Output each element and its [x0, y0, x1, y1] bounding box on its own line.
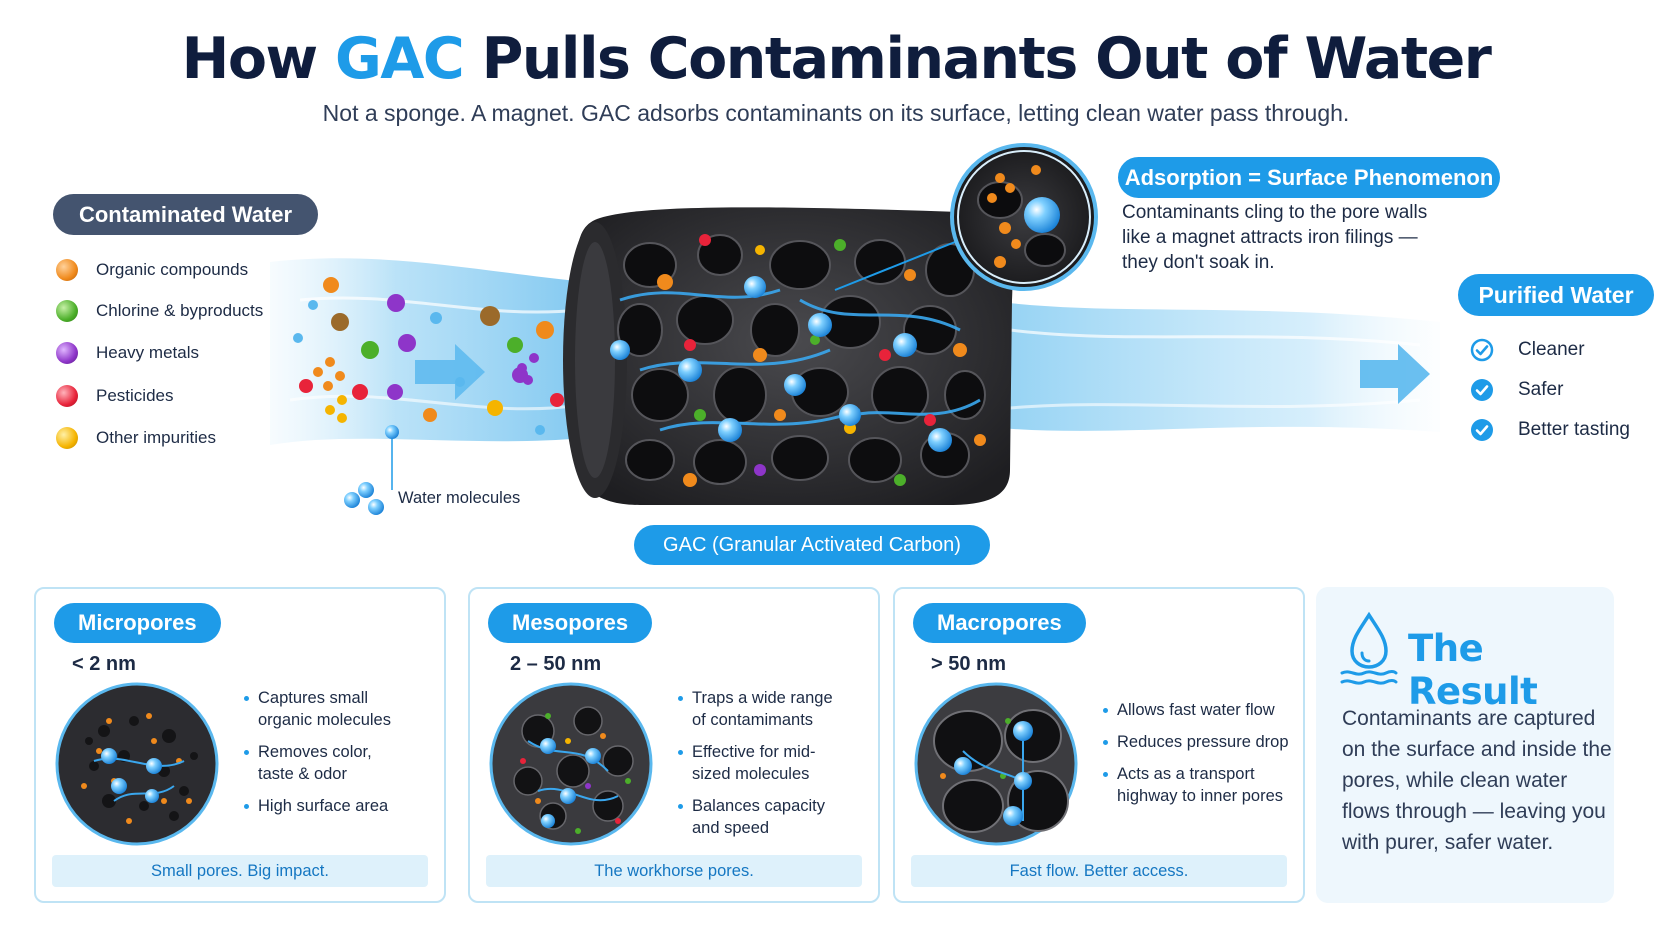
purified-item-safer: Safer: [1470, 378, 1563, 402]
flow-arrow-icon: [1360, 344, 1430, 404]
legend-pesticides: Pesticides: [56, 385, 173, 407]
contaminated-water-label: Contaminated Water: [53, 194, 318, 235]
gac-label: GAC (Granular Activated Carbon): [634, 525, 990, 565]
pore-size: < 2 nm: [72, 653, 136, 675]
flow-arrow-icon: [415, 344, 485, 400]
water-drop-icon: [1340, 611, 1398, 685]
pore-card-title: Micropores: [54, 603, 221, 643]
pore-size: > 50 nm: [931, 653, 1007, 675]
pore-benefit: Traps a wide range of contamimants: [678, 687, 848, 731]
page-subtitle: Not a sponge. A magnet. GAC adsorbs cont…: [322, 100, 1350, 126]
pore-benefit: Effective for mid-sized molecules: [678, 741, 848, 785]
pore-card-micropores: Micropores < 2 nm Captures small organic…: [34, 587, 446, 903]
legend-label: Chlorine & byproducts: [96, 301, 264, 320]
page-title: How GAC Pulls Contaminants Out of Water: [181, 26, 1492, 92]
water-molecules-label: Water molecules: [398, 489, 521, 507]
adsorption-title: Adsorption = Surface Phenomenon: [1118, 157, 1500, 198]
legend-heavy-metals: Heavy metals: [56, 342, 199, 364]
adsorption-description: Contaminants cling to the pore walls lik…: [1122, 200, 1482, 275]
check-circle-icon: [1470, 338, 1494, 362]
pore-size: 2 – 50 nm: [510, 653, 602, 675]
purified-item-label: Cleaner: [1518, 339, 1585, 360]
adsorption-line: they don't soak in.: [1122, 252, 1275, 273]
pore-card-footer: Fast flow. Better access.: [911, 855, 1287, 887]
pore-benefit: Removes color, taste & odor: [244, 741, 394, 785]
gac-carbon-block: [563, 207, 1013, 506]
legend-organic-compounds: Organic compounds: [56, 259, 248, 281]
adsorption-line: like a magnet attracts iron filings —: [1122, 227, 1418, 248]
pore-benefit: Captures small organic molecules: [244, 687, 394, 731]
outgoing-water-stream: [1000, 302, 1440, 432]
pore-benefit: Reduces pressure drop: [1103, 731, 1303, 753]
pore-card-footer: The workhorse pores.: [486, 855, 862, 887]
macropore-illustration: [914, 682, 1078, 846]
contaminant-particles: [293, 277, 564, 435]
adsorption-line: Contaminants cling to the pore walls: [1122, 202, 1428, 223]
check-circle-icon: [1471, 419, 1493, 441]
purified-item-label: Better tasting: [1518, 419, 1630, 440]
legend-label: Pesticides: [96, 386, 174, 405]
chlorine-dot: [56, 300, 78, 322]
pore-benefit: Acts as a transport highway to inner por…: [1103, 763, 1283, 807]
micropore-illustration: [55, 682, 219, 846]
impurity-dot: [56, 427, 78, 449]
adsorption-zoom-circle: [950, 143, 1098, 291]
purified-water-label: Purified Water: [1458, 274, 1654, 316]
purified-item-better-tasting: Better tasting: [1470, 418, 1630, 442]
pesticide-dot: [56, 385, 78, 407]
pore-card-title: Mesopores: [488, 603, 653, 643]
pore-benefit-list: Allows fast water flow Reduces pressure …: [1103, 699, 1303, 817]
pore-benefit: High surface area: [244, 795, 444, 817]
legend-other-impurities: Other impurities: [56, 427, 216, 449]
incoming-water-stream: [270, 258, 585, 445]
purified-item-cleaner: Cleaner: [1470, 338, 1585, 362]
check-circle-icon: [1471, 379, 1493, 401]
pore-card-macropores: Macropores > 50 nm Allows fast water flo…: [893, 587, 1305, 903]
pore-benefit-list: Traps a wide range of contamimants Effec…: [678, 687, 878, 849]
mesopore-illustration: [489, 682, 653, 846]
legend-label: Organic compounds: [96, 260, 249, 279]
legend-chlorine: Chlorine & byproducts: [56, 300, 263, 322]
pore-card-mesopores: Mesopores 2 – 50 nm Traps a wide range o…: [468, 587, 880, 903]
water-molecule-icon: [344, 482, 384, 515]
organic-compound-dot: [56, 259, 78, 281]
legend-label: Other impurities: [96, 428, 216, 447]
pore-card-footer: Small pores. Big impact.: [52, 855, 428, 887]
purified-item-label: Safer: [1518, 379, 1564, 400]
result-panel: The Result Contaminants are captured on …: [1316, 587, 1614, 903]
pore-benefit: Allows fast water flow: [1103, 699, 1303, 721]
heavy-metal-dot: [56, 342, 78, 364]
gac-process-illustration: [270, 143, 1440, 515]
legend-label: Heavy metals: [96, 343, 199, 362]
pore-benefit-list: Captures small organic molecules Removes…: [244, 687, 444, 827]
result-title: The Result: [1408, 627, 1538, 713]
pore-card-title: Macropores: [913, 603, 1086, 643]
result-text: Contaminants are captured on the surface…: [1342, 707, 1612, 854]
pore-benefit: Balances capacity and speed: [678, 795, 828, 839]
